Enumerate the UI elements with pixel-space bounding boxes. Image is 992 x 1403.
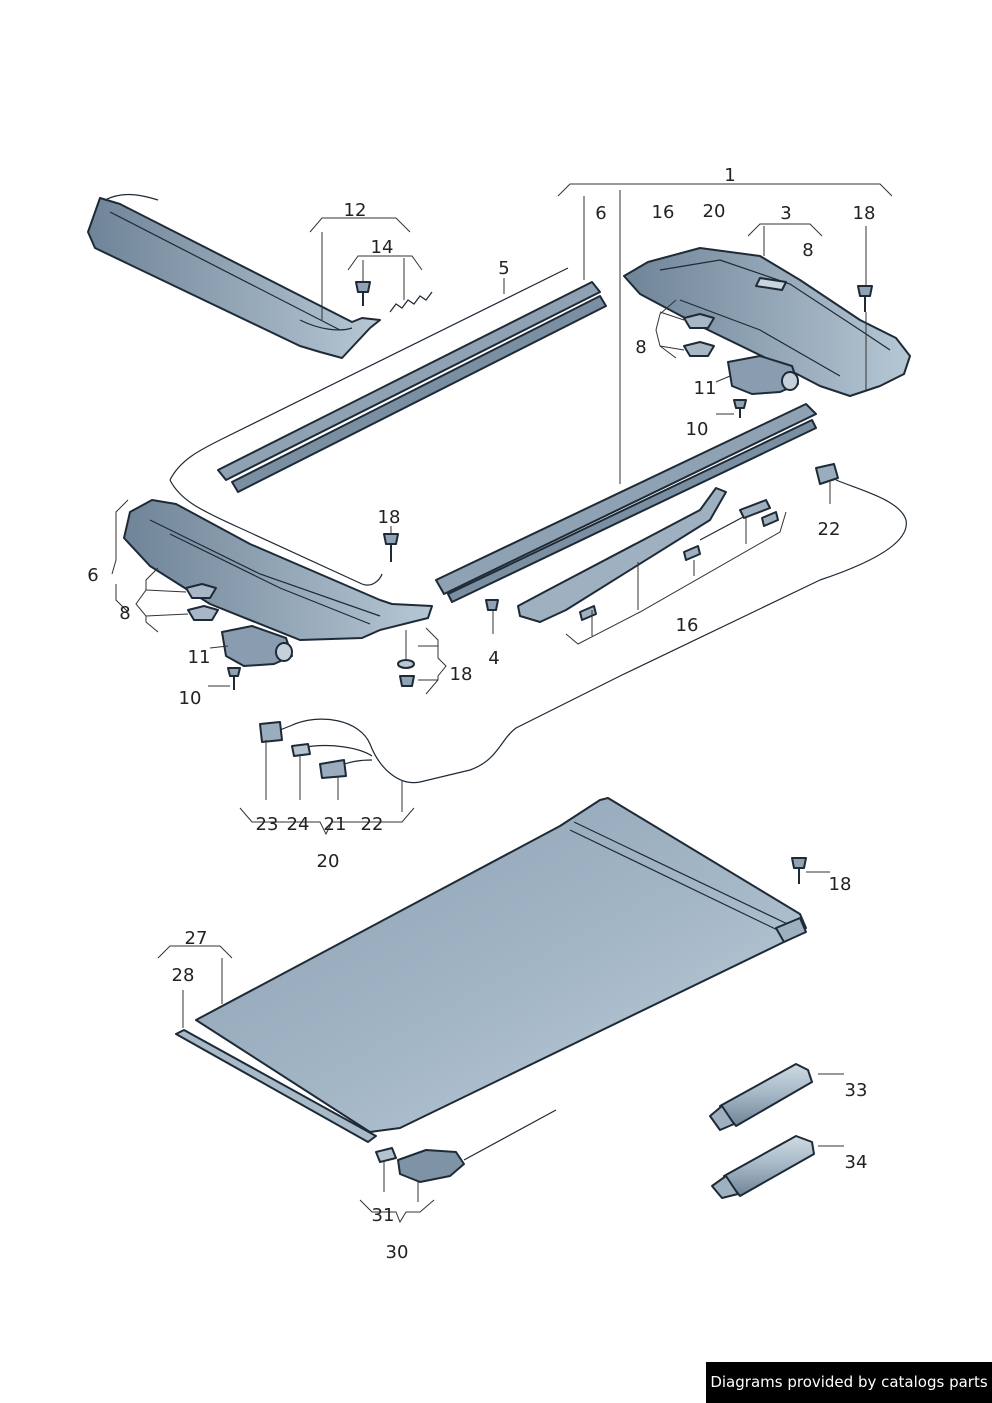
label-8-right: 8 [635, 337, 646, 358]
drive-unit-part [375, 1109, 557, 1183]
grease-tube-34 [711, 1135, 815, 1199]
label-8-top: 8 [802, 240, 813, 261]
guide-rail-part [217, 281, 607, 493]
label-30: 30 [386, 1242, 409, 1263]
label-16-bottom: 16 [676, 615, 699, 636]
label-11-right: 11 [694, 378, 717, 399]
sunroof-frame-part [123, 267, 569, 641]
screw-top-right [857, 285, 873, 312]
roof-panel-part [195, 797, 807, 1133]
bracket-pair-right [683, 313, 715, 357]
rear-frame-part [623, 247, 911, 397]
label-11-left: 11 [188, 647, 211, 668]
label-21: 21 [324, 814, 347, 835]
label-22-left: 22 [361, 814, 384, 835]
label-1: 1 [724, 165, 735, 186]
screw-and-spring-part [355, 281, 433, 313]
label-4: 4 [488, 648, 499, 669]
label-10-right: 10 [686, 419, 709, 440]
side-rail-mechanism-part [435, 403, 817, 623]
seal-strip-part [175, 1029, 377, 1143]
reference-labels: 1 6 16 20 3 18 8 12 14 5 8 11 10 18 22 6… [87, 165, 875, 1263]
wiring-harness-part [259, 463, 907, 784]
label-8-left: 8 [119, 603, 130, 624]
label-23: 23 [256, 814, 279, 835]
label-20-bottom: 20 [317, 851, 340, 872]
wind-deflector-part [87, 193, 381, 359]
screw-lower-right [791, 857, 807, 884]
grease-tube-33 [709, 1063, 813, 1131]
bracket-pair-left [185, 583, 219, 621]
motor-left-part [221, 625, 293, 690]
label-18-lower: 18 [829, 874, 852, 895]
label-20-top: 20 [703, 201, 726, 222]
label-24: 24 [287, 814, 310, 835]
label-18-washer: 18 [450, 664, 473, 685]
label-27: 27 [185, 928, 208, 949]
attribution-footer: Diagrams provided by catalogs parts [706, 1362, 992, 1403]
label-34: 34 [845, 1152, 868, 1173]
label-5: 5 [498, 258, 509, 279]
label-18-center: 18 [378, 507, 401, 528]
label-16-top: 16 [652, 202, 675, 223]
label-28: 28 [172, 965, 195, 986]
label-31: 31 [372, 1205, 395, 1226]
label-6-left: 6 [87, 565, 98, 586]
label-6-top: 6 [595, 203, 606, 224]
label-3: 3 [780, 203, 791, 224]
label-12: 12 [344, 200, 367, 221]
label-10-left: 10 [179, 688, 202, 709]
label-33: 33 [845, 1080, 868, 1101]
label-14: 14 [371, 237, 394, 258]
motor-right-part [727, 355, 799, 418]
label-18-top: 18 [853, 203, 876, 224]
screws-center [383, 533, 499, 687]
label-22-right: 22 [818, 519, 841, 540]
leader-lines [111, 183, 893, 1224]
